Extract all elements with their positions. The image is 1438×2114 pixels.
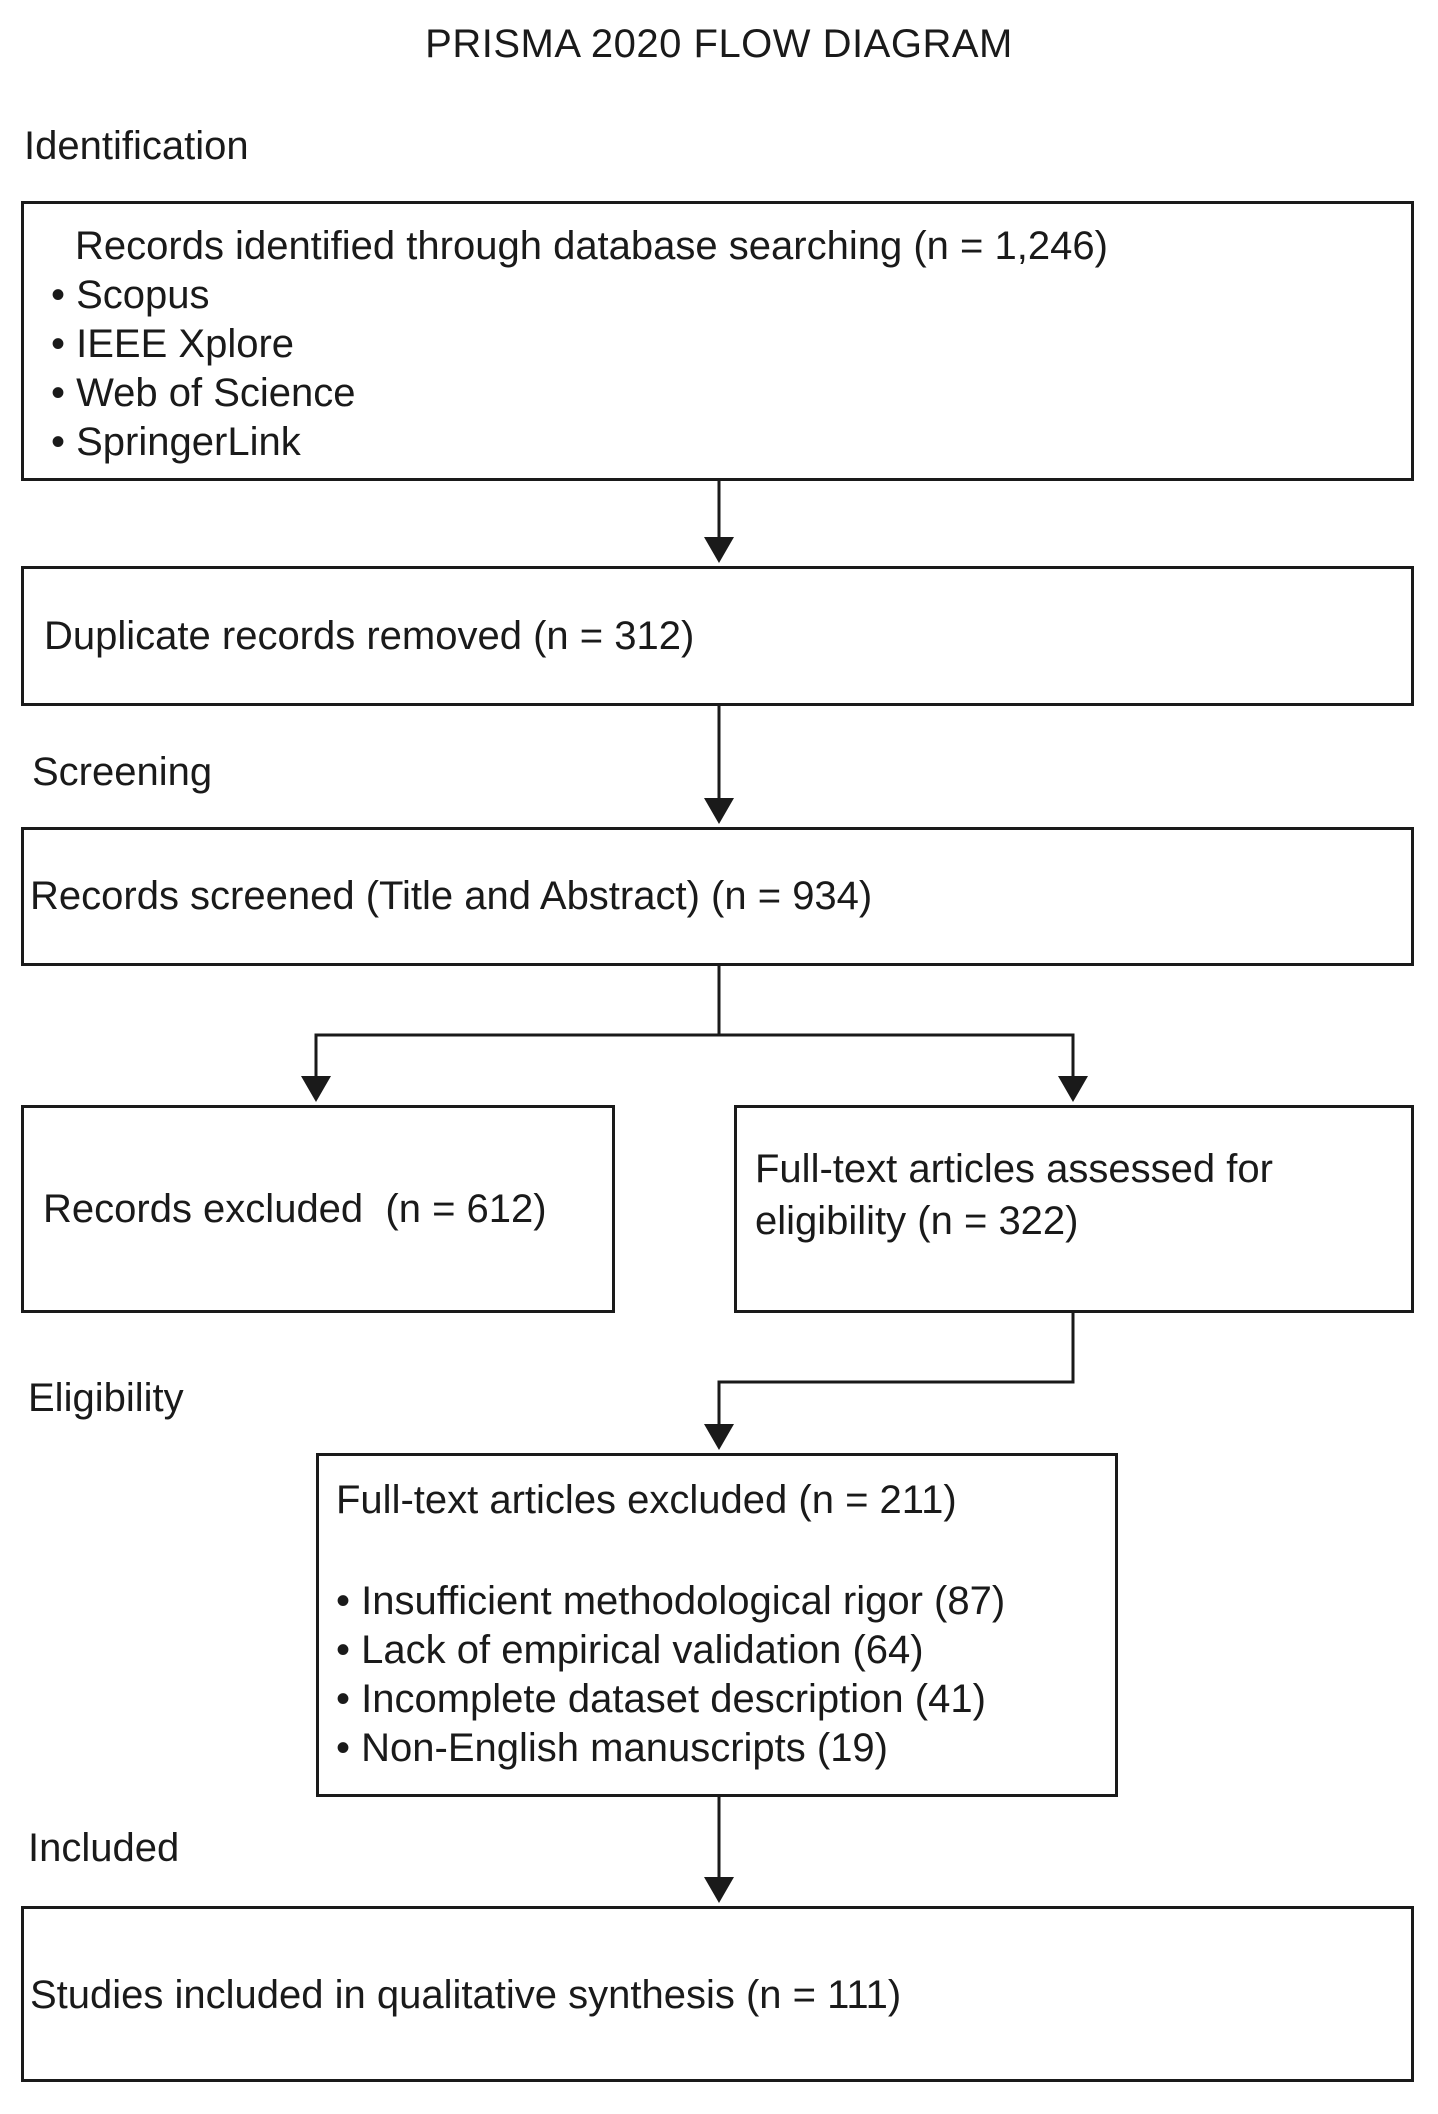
fulltext-assessed-line-1: Full-text articles assessed for [755,1146,1273,1191]
source-item: Web of Science [51,369,1411,418]
arrow-screened-split [314,966,721,1082]
studies-included-text: Studies included in qualitative synthesi… [30,1973,902,2017]
records-identified-box: Records identified through database sear… [21,201,1414,481]
duplicates-removed-box: Duplicate records removed (n = 312) [21,566,1414,706]
arrowhead-3 [301,1076,331,1102]
fulltext-assessed-box: Full-text articles assessed for eligibil… [734,1105,1414,1313]
arrowhead-2 [704,798,734,824]
fulltext-assessed-line-2: eligibility (n = 322) [755,1198,1079,1243]
fulltext-excluded-text: Full-text articles excluded (n = 211) [336,1478,957,1522]
fulltext-excluded-box: Full-text articles excluded (n = 211) In… [316,1453,1118,1797]
arrowhead-5 [704,1424,734,1450]
stage-label-included: Included [28,1826,180,1870]
records-screened-text: Records screened (Title and Abstract) (n… [30,874,873,918]
source-item: IEEE Xplore [51,320,1411,369]
stage-label-screening: Screening [32,750,213,794]
exclusion-reason-item: Incomplete dataset description (41) [336,1675,1115,1724]
records-identified-text: Records identified through database sear… [75,224,1108,268]
arrow-screened-to-assessed [719,1033,1075,1082]
diagram-title: PRISMA 2020 FLOW DIAGRAM [425,22,1013,66]
source-item: Scopus [51,271,1411,320]
stage-label-identification: Identification [24,124,249,168]
arrowhead-4 [1058,1076,1088,1102]
records-excluded-box: Records excluded (n = 612) [21,1105,615,1313]
exclusion-reason-item: Non-English manuscripts (19) [336,1724,1115,1773]
exclusion-reason-item: Insufficient methodological rigor (87) [336,1577,1115,1626]
studies-included-box: Studies included in qualitative synthesi… [21,1906,1414,2082]
arrowhead-1 [704,537,734,563]
records-excluded-text: Records excluded (n = 612) [43,1186,547,1231]
source-item: SpringerLink [51,418,1411,467]
arrowhead-6 [704,1877,734,1903]
exclusion-reason-item: Lack of empirical validation (64) [336,1626,1115,1675]
duplicates-removed-text: Duplicate records removed (n = 312) [44,613,695,658]
records-screened-box: Records screened (Title and Abstract) (n… [21,827,1414,966]
arrow-assessed-to-excluded [717,1313,1075,1430]
stage-label-eligibility: Eligibility [28,1376,184,1420]
